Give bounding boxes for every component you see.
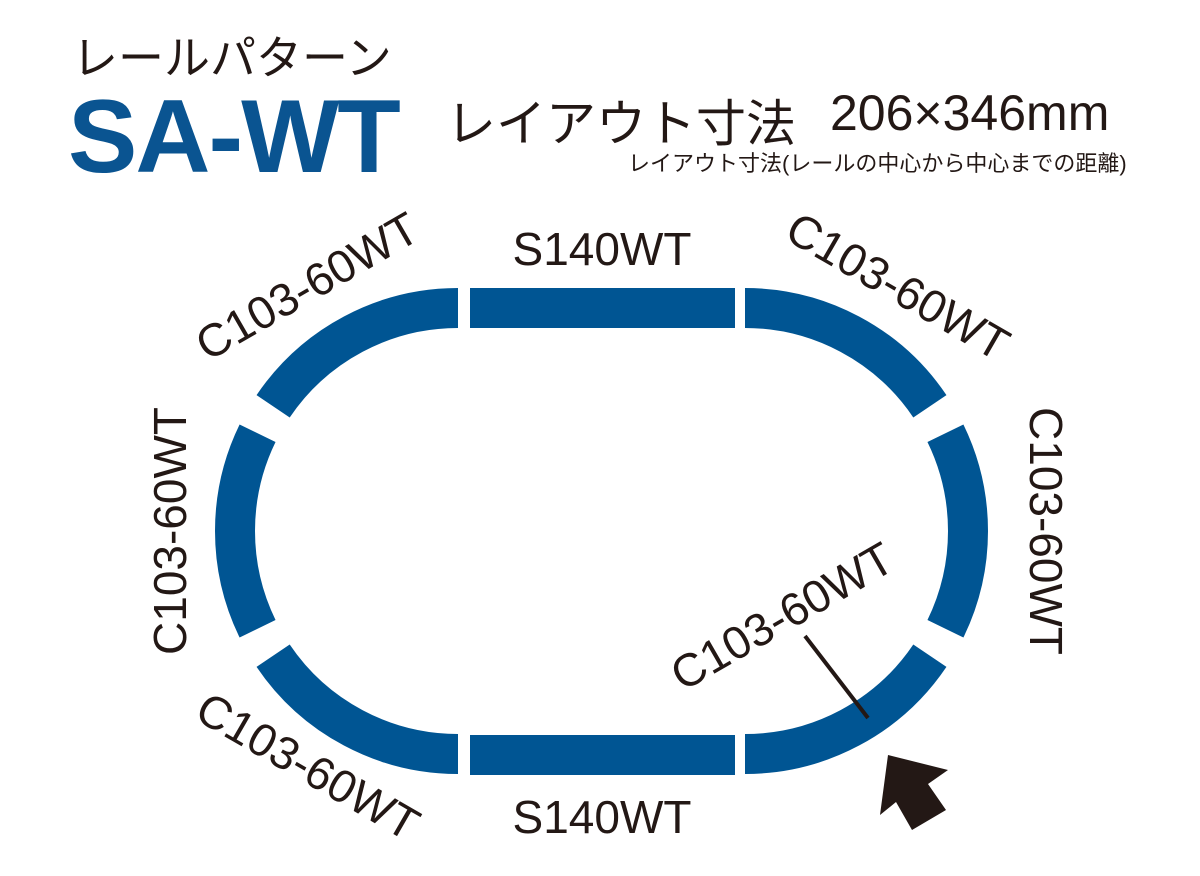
label-curve-left: C103-60WT xyxy=(144,407,196,655)
straight-track-bottom xyxy=(470,735,735,775)
label-curve-right: C103-60WT xyxy=(1020,407,1072,655)
dimension-note: レイアウト寸法(レールの中心から中心までの距離) xyxy=(628,151,1127,176)
direction-arrow-icon xyxy=(880,755,948,830)
subtitle: レールパターン xyxy=(72,32,392,84)
label-straight-bottom: S140WT xyxy=(513,791,692,843)
curve-track-top-right xyxy=(744,288,947,418)
straight-track-top xyxy=(470,288,735,328)
curve-track-bottom-left xyxy=(256,644,459,774)
curve-track-top-left xyxy=(256,288,459,418)
curve-track-right xyxy=(927,424,988,638)
leader-line xyxy=(803,634,870,720)
dimension-label: レイアウト寸法 xyxy=(446,96,796,152)
curve-track-left xyxy=(215,424,276,638)
label-curve-bottom-right: C103-60WT xyxy=(662,532,903,701)
label-straight-top: S140WT xyxy=(513,223,692,275)
curve-track-bottom-right xyxy=(744,644,947,774)
dimension-value: 206×346mm xyxy=(830,85,1110,141)
pattern-code: SA-WT xyxy=(68,79,401,195)
